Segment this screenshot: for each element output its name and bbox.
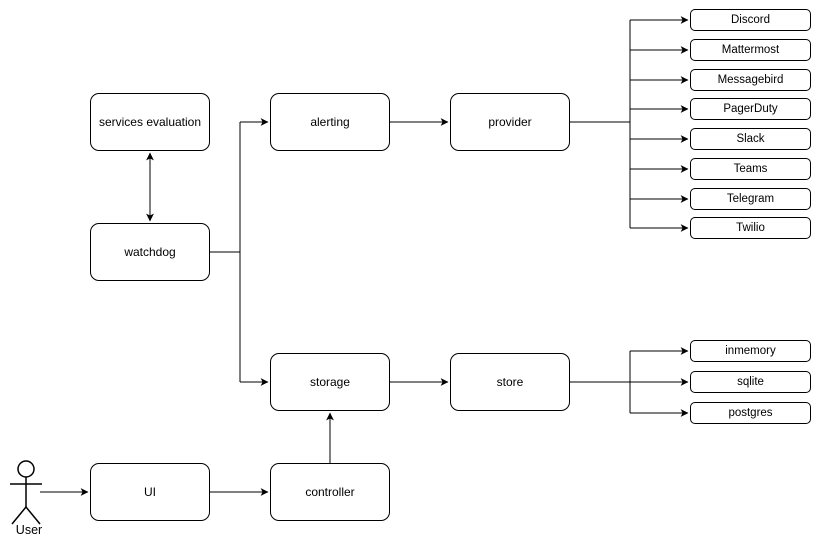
user-actor: User [2,455,56,547]
node-telegram[interactable]: Telegram [690,188,811,210]
user-actor-label: User [15,523,43,537]
edge-store-fanout [570,347,689,417]
node-controller-label: controller [305,485,355,499]
node-discord-label: Discord [731,13,770,26]
node-twilio-label: Twilio [736,221,765,234]
node-slack[interactable]: Slack [690,128,811,150]
node-watchdog[interactable]: watchdog [90,223,210,281]
node-messagebird-label: Messagebird [717,73,784,86]
node-store[interactable]: store [450,353,570,411]
node-storage[interactable]: storage [270,353,390,411]
node-pagerduty[interactable]: PagerDuty [690,98,811,120]
node-provider-label: provider [488,115,532,129]
node-services-evaluation-label: services evaluation [98,115,202,129]
node-teams-label: Teams [733,162,768,175]
node-alerting[interactable]: alerting [270,93,390,151]
node-inmemory-label: inmemory [725,344,776,357]
node-postgres-label: postgres [728,406,773,419]
node-services-evaluation[interactable]: services evaluation [90,93,210,151]
node-pagerduty-label: PagerDuty [723,102,778,115]
edge-provider-fanout [570,16,689,232]
node-watchdog-label: watchdog [124,245,176,259]
node-teams[interactable]: Teams [690,158,811,180]
node-postgres[interactable]: postgres [690,402,811,424]
node-mattermost[interactable]: Mattermost [690,39,811,61]
node-provider[interactable]: provider [450,93,570,151]
node-twilio[interactable]: Twilio [690,217,811,239]
node-telegram-label: Telegram [726,192,775,205]
node-alerting-label: alerting [310,115,350,129]
node-sqlite[interactable]: sqlite [690,371,811,393]
node-inmemory[interactable]: inmemory [690,340,811,362]
node-controller[interactable]: controller [270,463,390,521]
node-sqlite-label: sqlite [737,375,764,388]
node-ui[interactable]: UI [90,463,210,521]
node-slack-label: Slack [736,132,765,145]
node-discord[interactable]: Discord [690,9,811,31]
node-storage-label: storage [309,375,351,389]
stick-figure-icon [10,460,42,525]
node-mattermost-label: Mattermost [721,43,780,56]
node-messagebird[interactable]: Messagebird [690,69,811,91]
node-store-label: store [496,375,524,389]
node-ui-label: UI [144,485,156,499]
